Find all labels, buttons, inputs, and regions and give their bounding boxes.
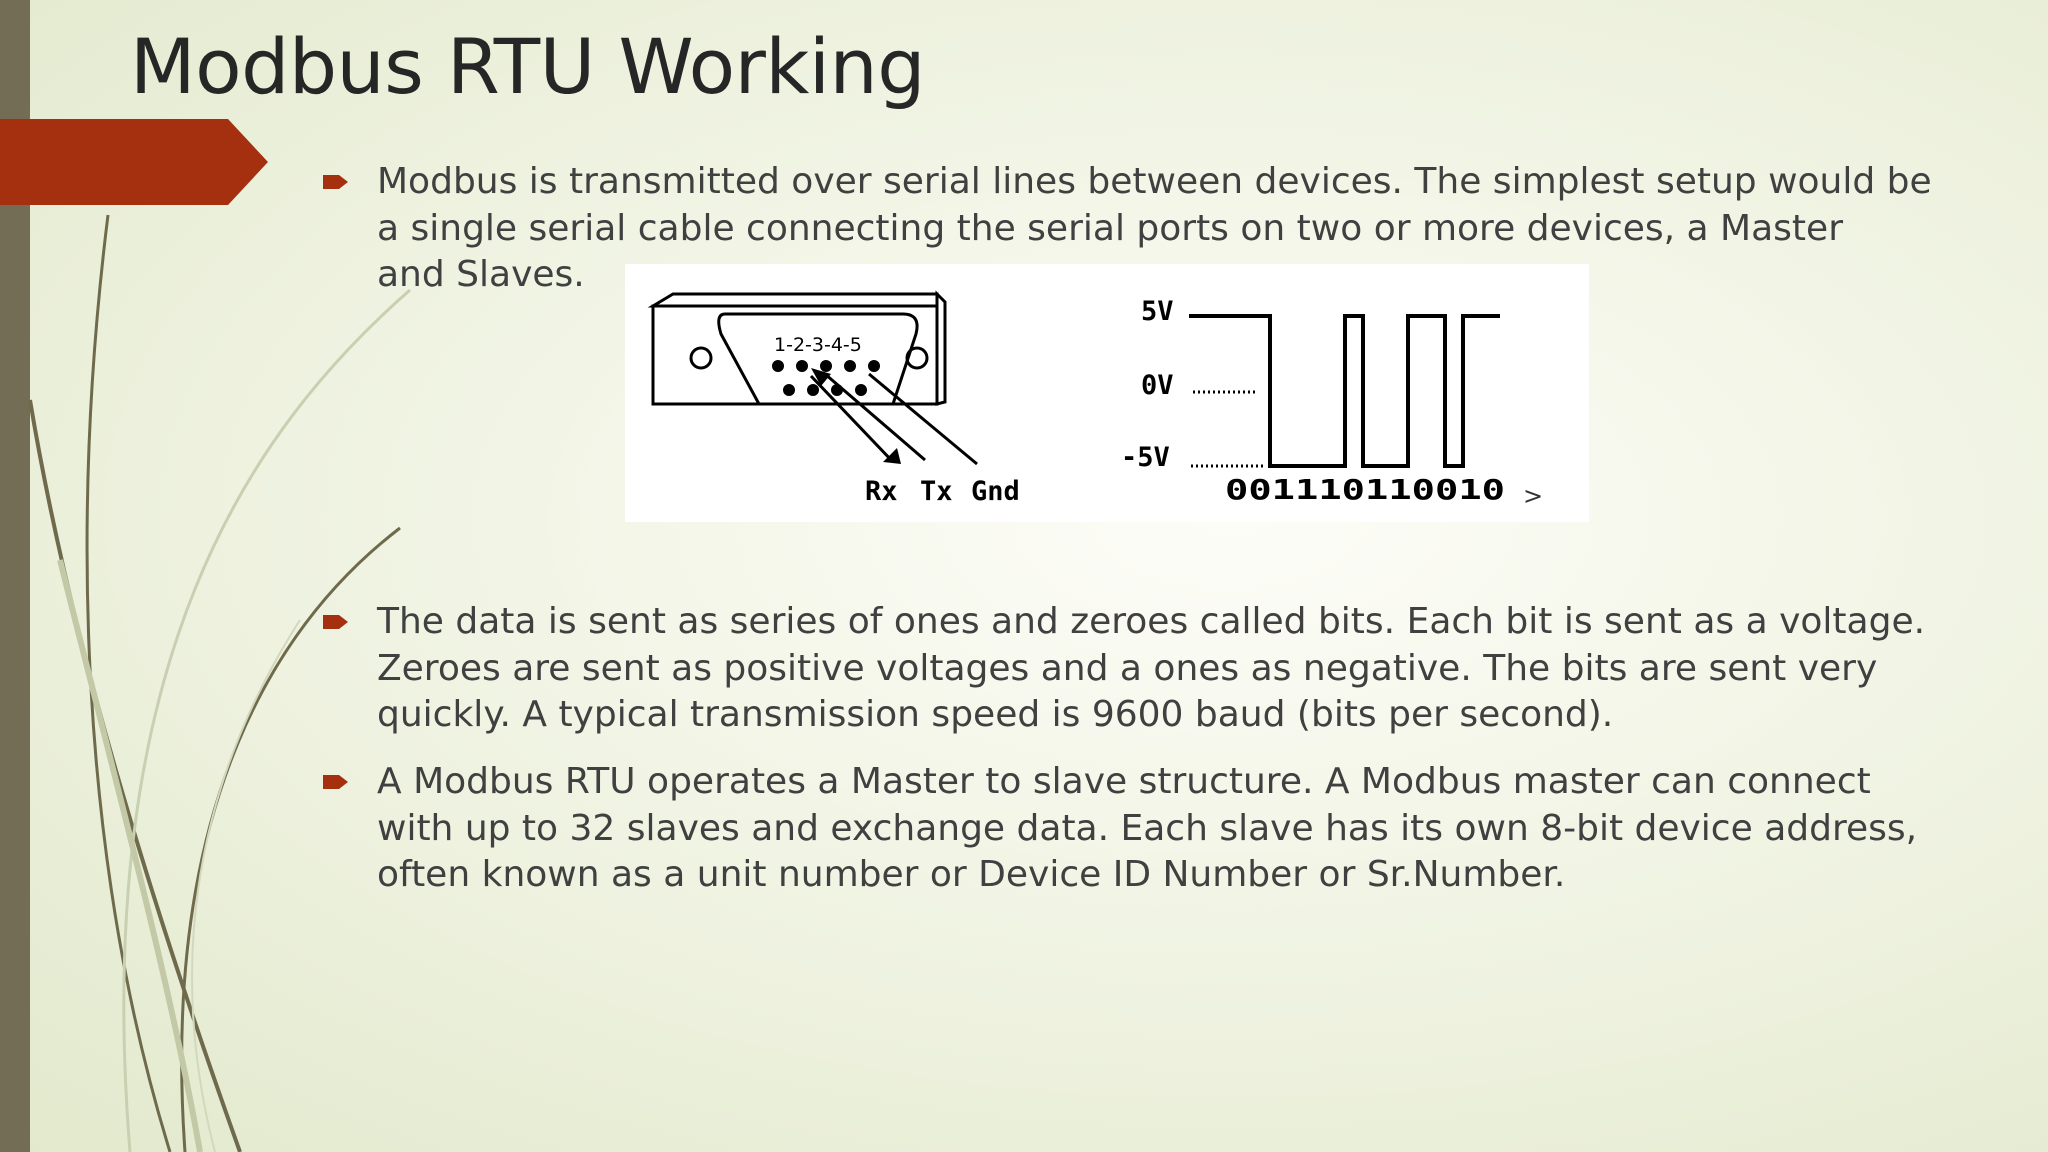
db9-connector-illustration [647, 290, 947, 406]
decorative-swooshes [28, 214, 411, 1152]
voltage-label-5v: 5V [1141, 296, 1174, 327]
bit-string: 001110110010 [1225, 473, 1505, 506]
bullet-line: Zeroes are sent as positive voltages and… [377, 647, 1878, 689]
bullet-arrow-icon [323, 775, 348, 789]
bullet-line: with up to 32 slaves and exchange data. … [377, 807, 1918, 849]
bullet-arrow-icon [323, 175, 348, 189]
bullet-line: A Modbus RTU operates a Master to slave … [377, 761, 1871, 802]
bullet-item: A Modbus RTU operates a Master to slave … [323, 759, 2017, 899]
pin-label-gnd: Gnd [971, 476, 1020, 507]
pin-label-tx: Tx [920, 476, 953, 507]
bullet-item: Modbus is transmitted over serial lines … [323, 159, 2017, 299]
voltage-label-minus-5v: -5V [1121, 442, 1170, 473]
pin-label-rx: Rx [865, 476, 898, 507]
continuation-mark: > [1523, 482, 1543, 510]
wire-arrowhead-icon [883, 448, 901, 464]
bullet-line: Modbus is transmitted over serial lines … [377, 161, 1932, 202]
bullet-item: The data is sent as series of ones and z… [323, 599, 2017, 739]
title-accent-arrow [0, 119, 268, 205]
connector-pins [772, 360, 880, 396]
bullet-line: and Slaves. [377, 254, 585, 295]
reference-dotted-lines [1191, 390, 1265, 468]
bullet-line: a single serial cable connecting the ser… [377, 207, 1843, 249]
bullet-arrow-icon [323, 615, 348, 629]
wire-lines [809, 372, 978, 466]
bullet-line: quickly. A typical transmission speed is… [377, 694, 1614, 735]
slide-title: Modbus RTU Working [130, 22, 925, 111]
wire-arrowhead-icon [811, 368, 831, 386]
voltage-label-0v: 0V [1141, 370, 1174, 401]
bullet-line: The data is sent as series of ones and z… [377, 601, 1926, 642]
waveform-line [1189, 314, 1500, 468]
pin-numbers: 1-2-3-4-5 [774, 334, 862, 356]
bullet-line: often known as a unit number or Device I… [377, 854, 1566, 895]
serial-connector-diagram: 1-2-3-4-5 Rx Tx Gnd 5V 0V -5V 0011101100… [625, 264, 1589, 522]
